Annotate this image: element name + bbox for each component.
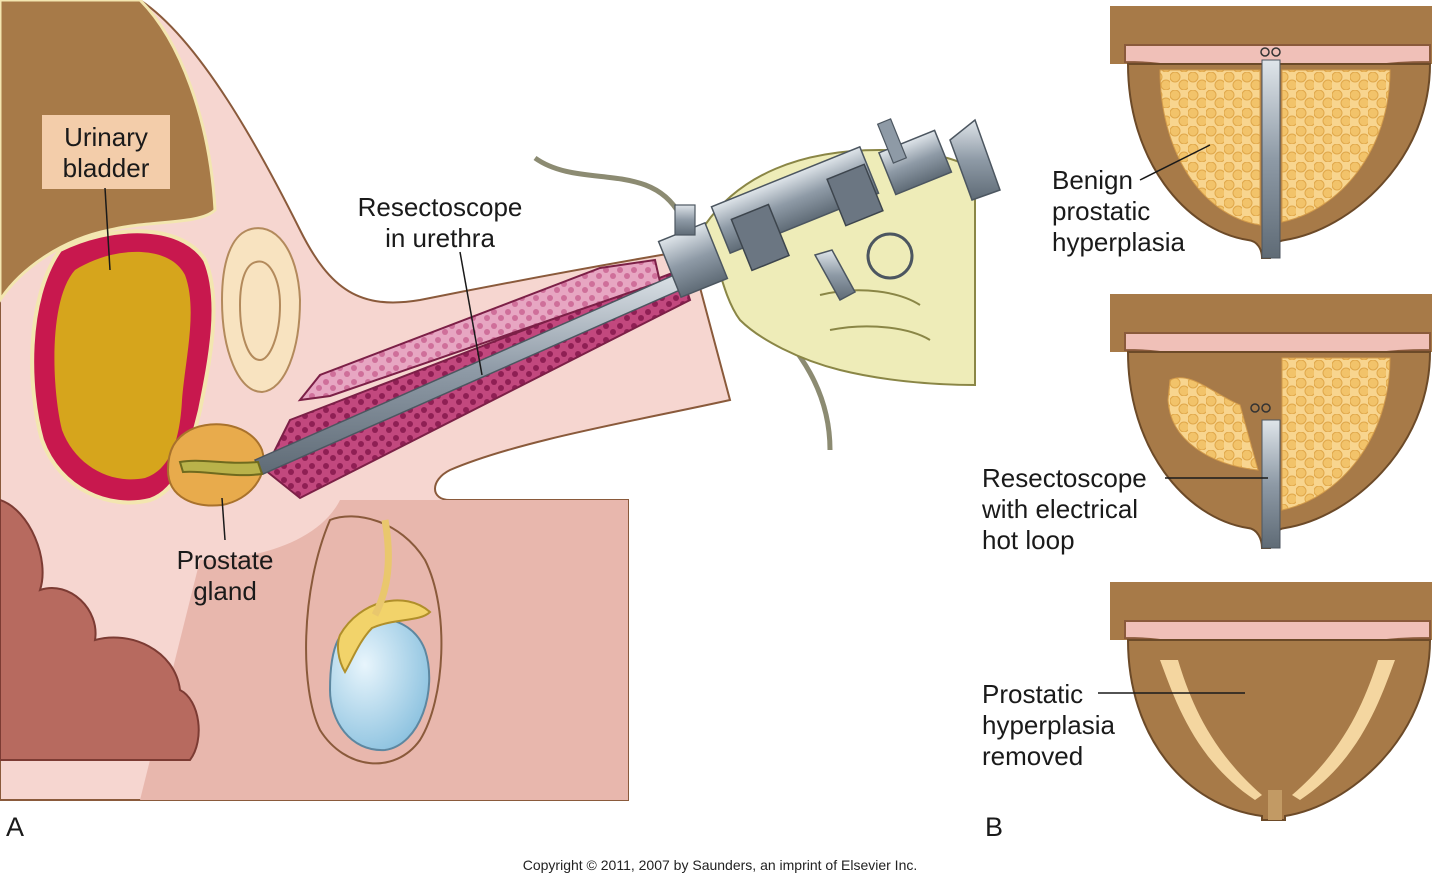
bph-label: Benign prostatic hyperplasia bbox=[1052, 165, 1185, 258]
panel-b-removed bbox=[1098, 582, 1432, 821]
corpus-cavernosum bbox=[297, 258, 662, 402]
resectoscope-handle bbox=[657, 118, 1001, 302]
removed-label-line1: Prostatic bbox=[982, 679, 1084, 709]
urinary-bladder-label: Urinary bladder bbox=[42, 122, 170, 184]
hot-loop-label-line1: Resectoscope bbox=[982, 463, 1147, 493]
removed-label: Prostatic hyperplasia removed bbox=[982, 679, 1115, 772]
leader-prostate bbox=[221, 497, 226, 541]
bph-label-line1: Benign bbox=[1052, 165, 1133, 195]
resectoscope-label-line2: in urethra bbox=[385, 223, 495, 253]
pubic-bone bbox=[220, 227, 302, 394]
removed-label-line3: removed bbox=[982, 741, 1084, 771]
resectoscope-tip bbox=[178, 459, 264, 477]
epididymis bbox=[336, 599, 432, 674]
leader-bladder bbox=[104, 187, 111, 271]
bladder-lumen bbox=[54, 251, 191, 480]
prostate-gland-label-line2: gland bbox=[193, 576, 257, 606]
urinary-bladder-label-line2: bladder bbox=[62, 153, 150, 183]
rectum bbox=[0, 498, 200, 761]
hot-loop-label-line2: with electrical bbox=[982, 494, 1139, 524]
cable-upper bbox=[533, 155, 683, 217]
leader-resectoscope bbox=[459, 251, 483, 376]
panel-a bbox=[0, 0, 1001, 801]
prostate-gland-label-line1: Prostate bbox=[176, 545, 274, 575]
spermatic-cord bbox=[371, 519, 392, 617]
panel-b-bph bbox=[1110, 6, 1432, 259]
panel-b bbox=[1098, 6, 1432, 821]
prostate-gland-label: Prostate gland bbox=[160, 545, 290, 607]
panel-b-letter: B bbox=[985, 812, 1004, 842]
hot-loop-label: Resectoscope with electrical hot loop bbox=[982, 463, 1147, 556]
removed-label-line2: hyperplasia bbox=[982, 710, 1115, 740]
hot-loop-label-line3: hot loop bbox=[982, 525, 1075, 555]
panel-b-loop bbox=[1110, 294, 1432, 549]
resectoscope-label-line1: Resectoscope bbox=[357, 192, 523, 222]
resectoscope-label: Resectoscope in urethra bbox=[340, 192, 540, 254]
panel-a-letter: A bbox=[6, 812, 25, 842]
bladder-label-box bbox=[42, 115, 170, 189]
copyright-notice: Copyright © 2011, 2007 by Saunders, an i… bbox=[522, 857, 918, 873]
bph-label-line2: prostatic bbox=[1052, 196, 1151, 226]
bph-label-line3: hyperplasia bbox=[1052, 227, 1185, 257]
urinary-bladder-label-line1: Urinary bbox=[64, 122, 148, 152]
